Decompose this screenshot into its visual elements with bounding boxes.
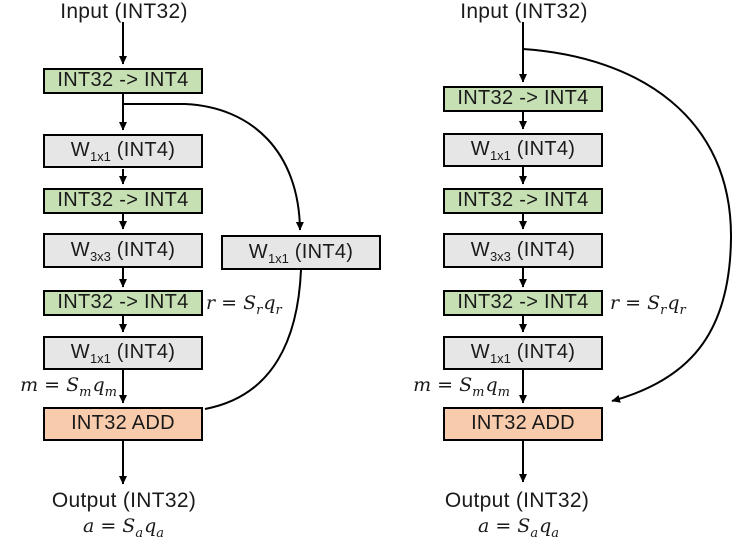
conv-1x1-box: W1x1 (INT4) [43, 336, 203, 370]
scale-equation-a: a = Saqa [82, 515, 165, 541]
quantize-box: INT32 -> INT4 [43, 188, 203, 214]
conv-1x1-box: W1x1 (INT4) [443, 133, 603, 167]
conv-1x1-box: W1x1 (INT4) [443, 336, 603, 370]
quantize-box: INT32 -> INT4 [443, 86, 603, 112]
downsample-conv-1x1-box: W1x1 (INT4) [221, 235, 381, 270]
left-downsample-to-add-curve [204, 269, 302, 410]
quantize-box: INT32 -> INT4 [443, 188, 603, 214]
scale-equation-r: r = Srqr [610, 292, 686, 318]
conv-1x1-box: W1x1 (INT4) [43, 134, 203, 168]
conv-3x3-box: W3x3 (INT4) [43, 233, 203, 268]
left-skip-branch-to-downsample [123, 103, 304, 231]
right-identity-skip-curve [522, 48, 733, 403]
quantize-box: INT32 -> INT4 [43, 68, 203, 94]
int32-add-box: INT32 ADD [43, 407, 203, 441]
scale-equation-m: m = Smqm [20, 374, 117, 400]
quantize-box: INT32 -> INT4 [443, 290, 603, 316]
quantize-box: INT32 -> INT4 [43, 290, 203, 316]
input-label: Input (INT32) [460, 0, 588, 23]
int32-add-box: INT32 ADD [443, 407, 603, 441]
conv-3x3-box: W3x3 (INT4) [443, 233, 603, 268]
input-label: Input (INT32) [60, 0, 188, 23]
scale-equation-r: r = Srqr [206, 292, 282, 318]
output-label: Output (INT32) [444, 489, 590, 512]
output-label: Output (INT32) [51, 489, 197, 512]
scale-equation-m: m = Smqm [413, 374, 510, 400]
scale-equation-a: a = Saqa [477, 515, 560, 541]
